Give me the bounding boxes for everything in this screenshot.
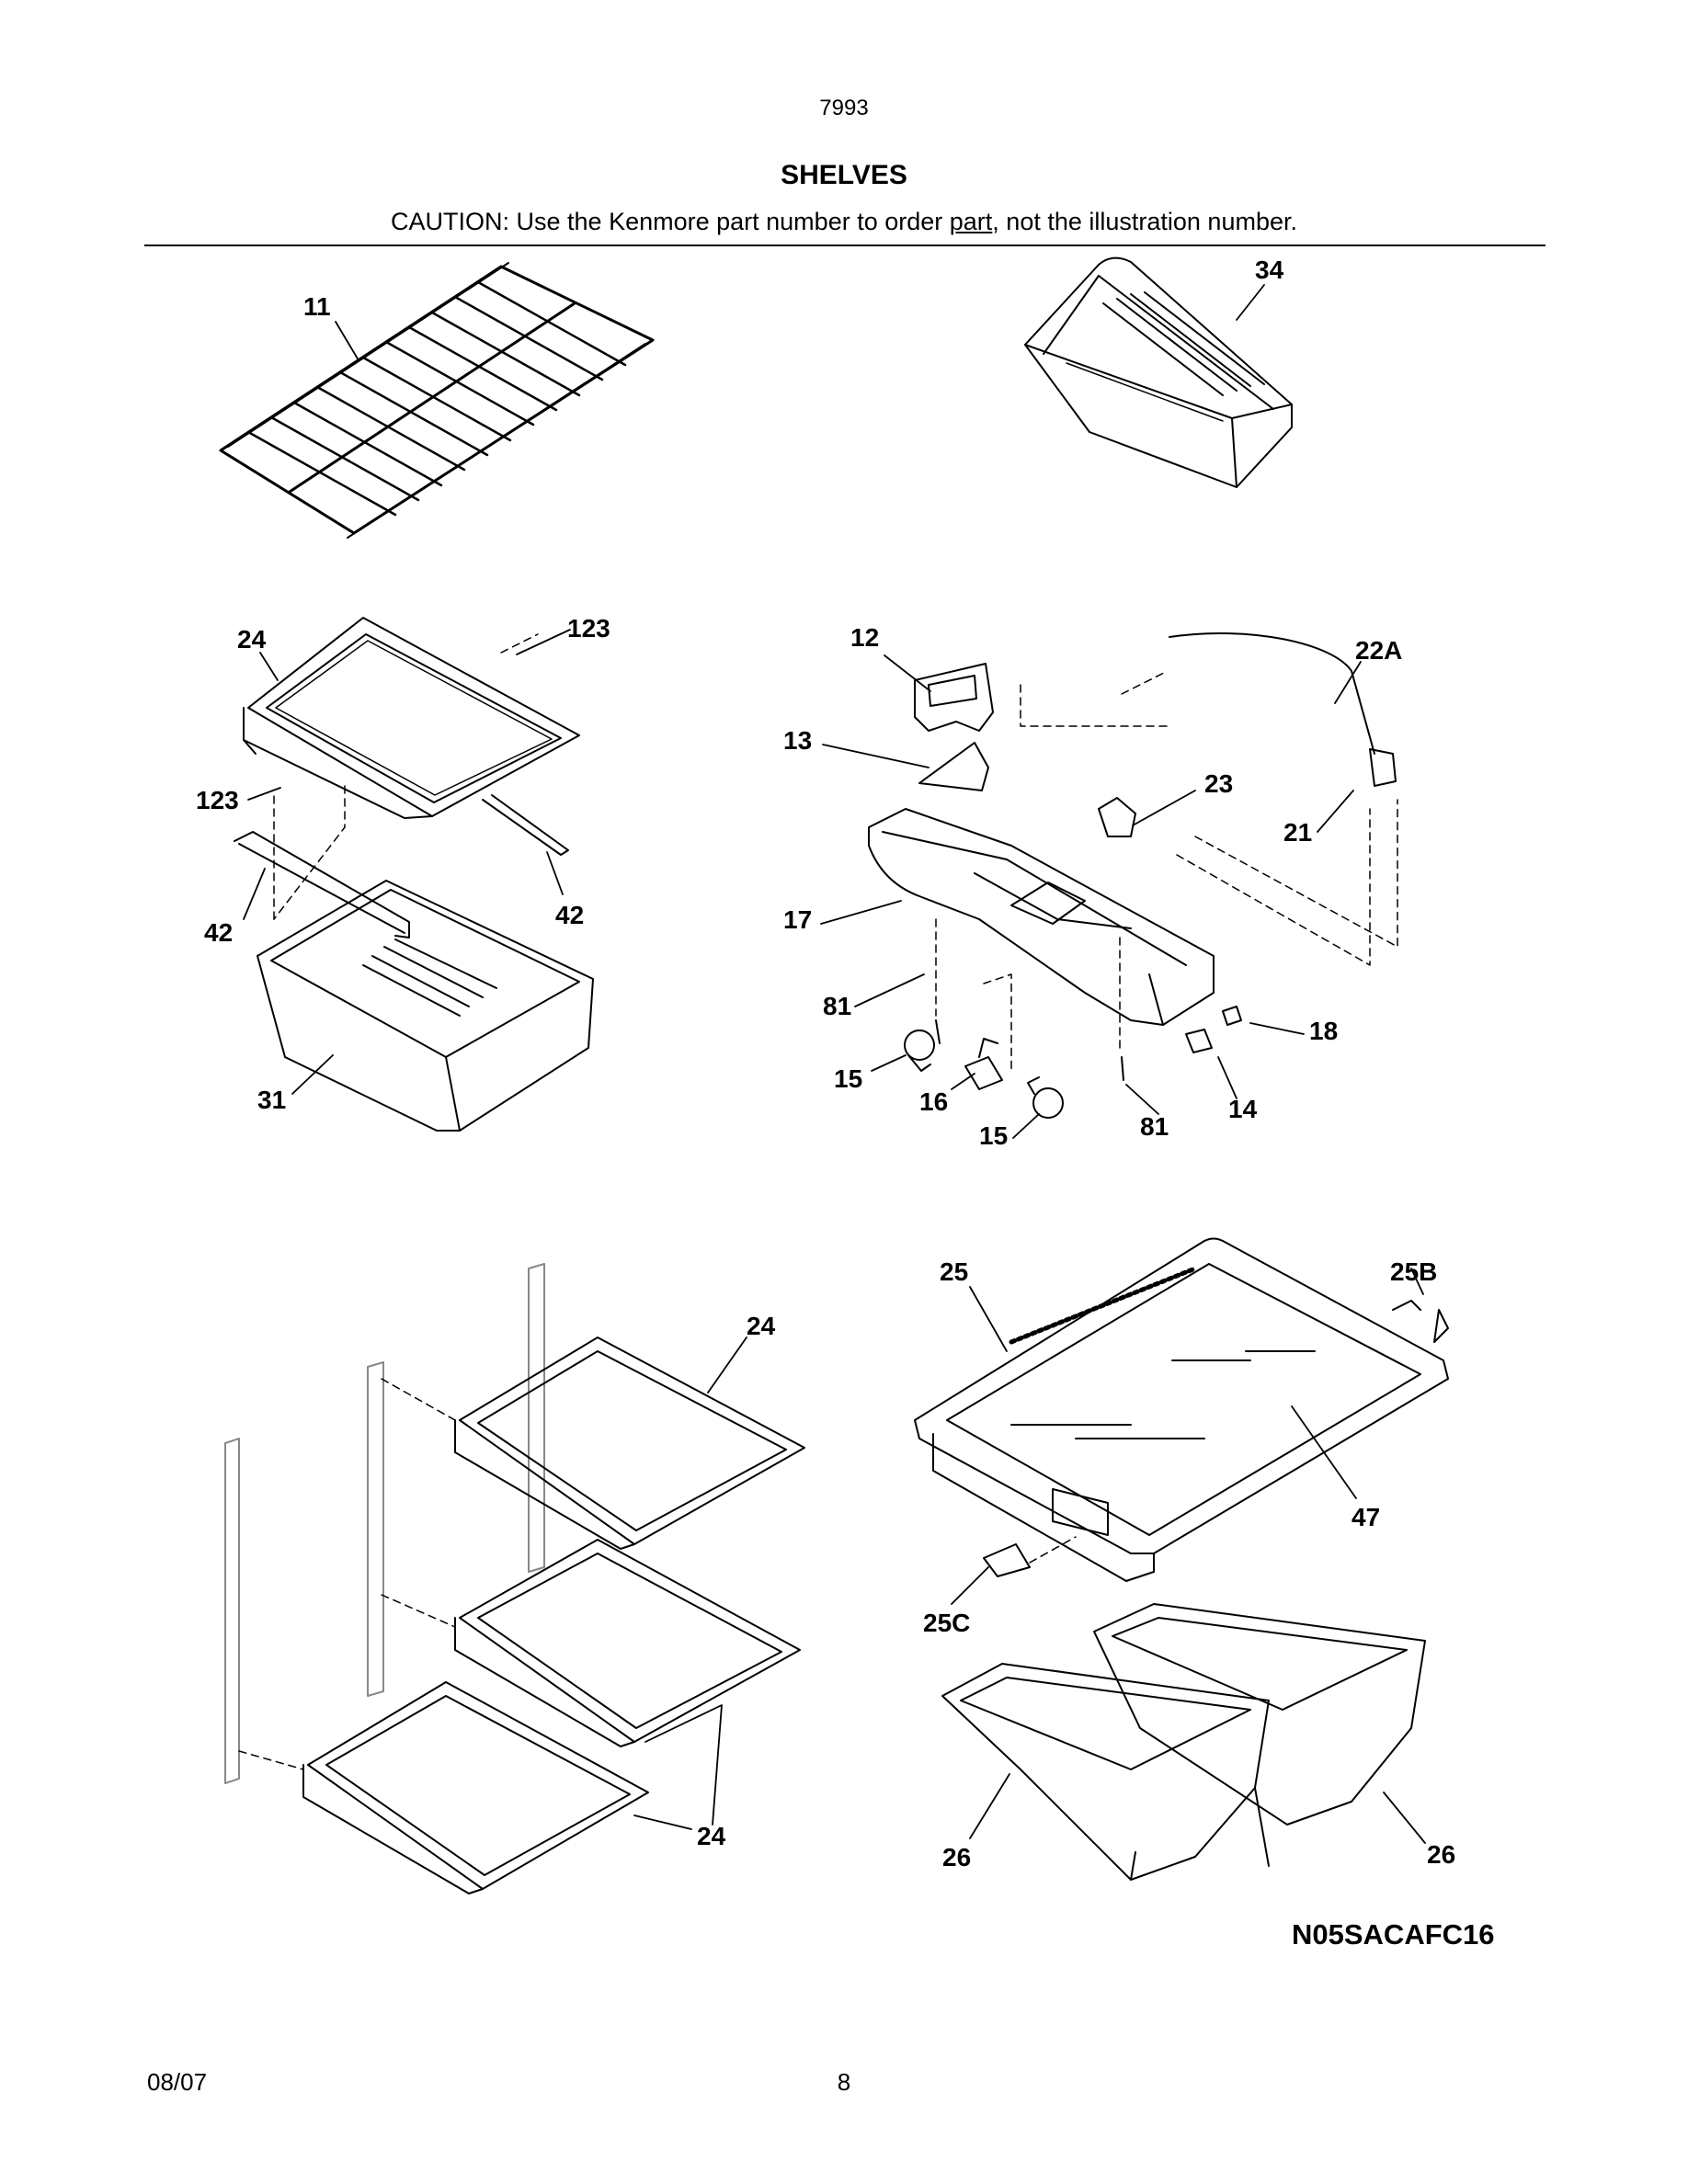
callout-81-left: 81: [823, 992, 851, 1020]
light-housing-illustration: [868, 631, 1398, 1119]
callout-15-left: 15: [834, 1064, 862, 1093]
callout-42-left: 42: [204, 918, 233, 947]
leader-lines: [335, 321, 359, 361]
callout-24-top-shelf: 24: [747, 1312, 776, 1340]
caution-text-end: , not the illustration number.: [992, 208, 1297, 235]
bin-illustration: [1024, 256, 1293, 488]
leader-lines: [951, 1268, 1426, 1844]
caution-underlined-word: part: [949, 208, 993, 235]
caution-note: CAUTION: Use the Kenmore part number to …: [0, 208, 1688, 236]
caution-text-start: CAUTION: Use the Kenmore part number to …: [391, 208, 950, 235]
diagram-code: N05SACAFC16: [1292, 1918, 1495, 1951]
callout-13: 13: [783, 726, 812, 755]
callout-22a: 22A: [1355, 636, 1402, 665]
callout-34: 34: [1255, 256, 1284, 284]
callout-42-right: 42: [555, 901, 584, 929]
leader-lines: [243, 629, 571, 1095]
callout-11: 11: [303, 292, 331, 321]
header-rule: [144, 245, 1545, 246]
page-number: 8: [837, 2068, 851, 2096]
callout-123-left: 123: [196, 786, 239, 814]
callout-18: 18: [1309, 1017, 1338, 1045]
callout-23: 23: [1204, 769, 1233, 798]
callout-123-right: 123: [567, 614, 610, 643]
leader-lines: [633, 1337, 747, 1830]
callout-25b: 25B: [1390, 1257, 1437, 1286]
callout-14: 14: [1228, 1095, 1258, 1123]
callout-31: 31: [257, 1086, 286, 1114]
callout-26-right: 26: [1427, 1840, 1455, 1869]
callout-12: 12: [850, 623, 879, 652]
callout-16: 16: [919, 1087, 948, 1116]
callout-17: 17: [783, 905, 812, 934]
callout-15-right: 15: [979, 1121, 1008, 1150]
callout-26-left: 26: [942, 1843, 971, 1871]
callout-25c: 25C: [923, 1609, 970, 1637]
leader-lines: [820, 654, 1362, 1139]
crisper-assembly-illustration: [234, 617, 594, 1132]
callout-24-shelves: 24: [697, 1822, 726, 1850]
callout-21: 21: [1283, 818, 1312, 847]
callout-47: 47: [1352, 1503, 1380, 1531]
footer-date: 08/07: [147, 2068, 208, 2096]
wire-shelf-illustration: [219, 262, 655, 539]
crisper-cover-drawers-illustration: [914, 1237, 1449, 1881]
glass-shelves-illustration: [224, 1263, 805, 1894]
callout-25: 25: [940, 1257, 968, 1286]
model-number: 7993: [819, 96, 869, 120]
section-title: SHELVES: [781, 160, 907, 190]
callout-24-crisper: 24: [237, 625, 267, 654]
callout-81-right: 81: [1140, 1112, 1169, 1141]
leader-lines: [1236, 284, 1265, 321]
